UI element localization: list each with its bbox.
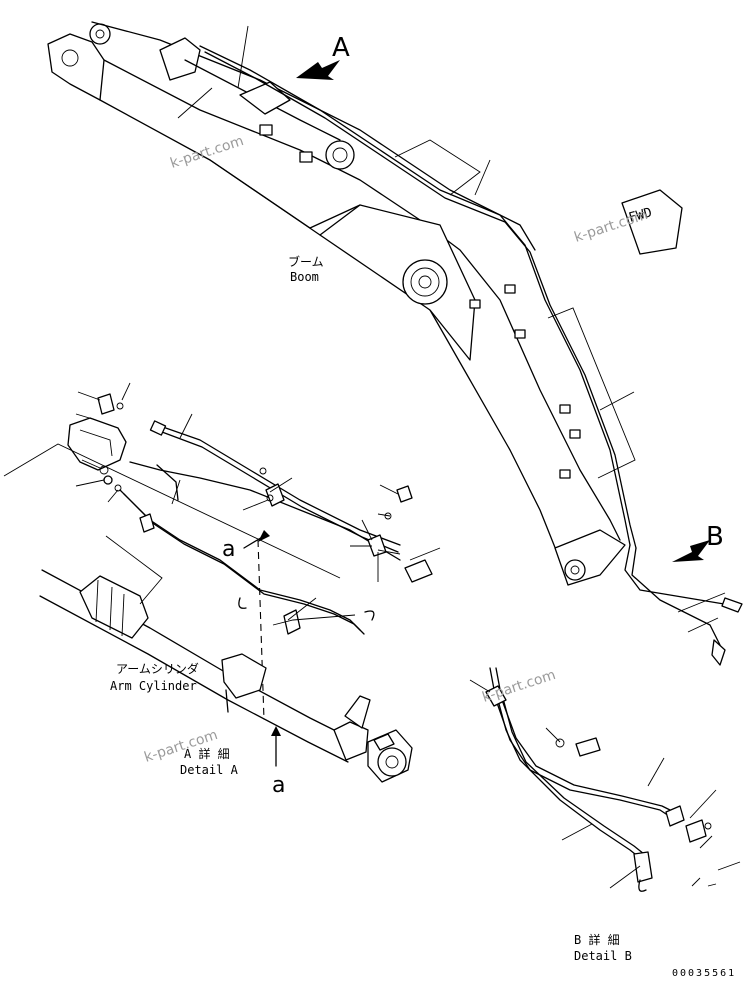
fwd-arrow-icon bbox=[621, 189, 683, 255]
detail-b-label-en: Detail B bbox=[574, 949, 632, 963]
view-arrow-a bbox=[296, 60, 340, 80]
view-label-b: B bbox=[706, 522, 724, 552]
fwd-label: FWD bbox=[627, 205, 654, 226]
arm-cylinder-label-en: Arm Cylinder bbox=[110, 679, 197, 693]
detail-b-label-jp: B 詳 細 bbox=[574, 932, 620, 947]
view-label-a: A bbox=[332, 33, 350, 63]
arm-cylinder bbox=[39, 569, 413, 783]
view-arrow-b bbox=[672, 540, 710, 562]
drawing-number: 00035561 bbox=[672, 968, 736, 979]
boom-callouts bbox=[177, 25, 726, 633]
watermark-1: k-part.com bbox=[168, 133, 245, 172]
arm-cylinder-callouts bbox=[105, 535, 163, 605]
watermark-3: k-part.com bbox=[480, 667, 557, 706]
detail-b bbox=[485, 667, 712, 892]
boom-hoses bbox=[199, 45, 743, 666]
section-arrow-upper bbox=[243, 530, 270, 721]
arm-cylinder-label-jp: アームシリンダ bbox=[116, 661, 199, 676]
detail-b-callouts bbox=[469, 679, 741, 889]
detail-a-callouts bbox=[3, 382, 441, 626]
detail-a-parts bbox=[67, 393, 433, 635]
boom-label-jp: ブーム bbox=[288, 254, 324, 269]
detail-a-label-jp: A 詳 細 bbox=[184, 746, 230, 761]
section-arrow-lower bbox=[271, 726, 281, 767]
boom bbox=[47, 21, 626, 586]
detail-a-label-en: Detail A bbox=[180, 763, 239, 777]
boom-label-en: Boom bbox=[290, 270, 319, 284]
section-label-lower: a bbox=[272, 773, 285, 798]
section-label-upper: a bbox=[222, 537, 235, 562]
